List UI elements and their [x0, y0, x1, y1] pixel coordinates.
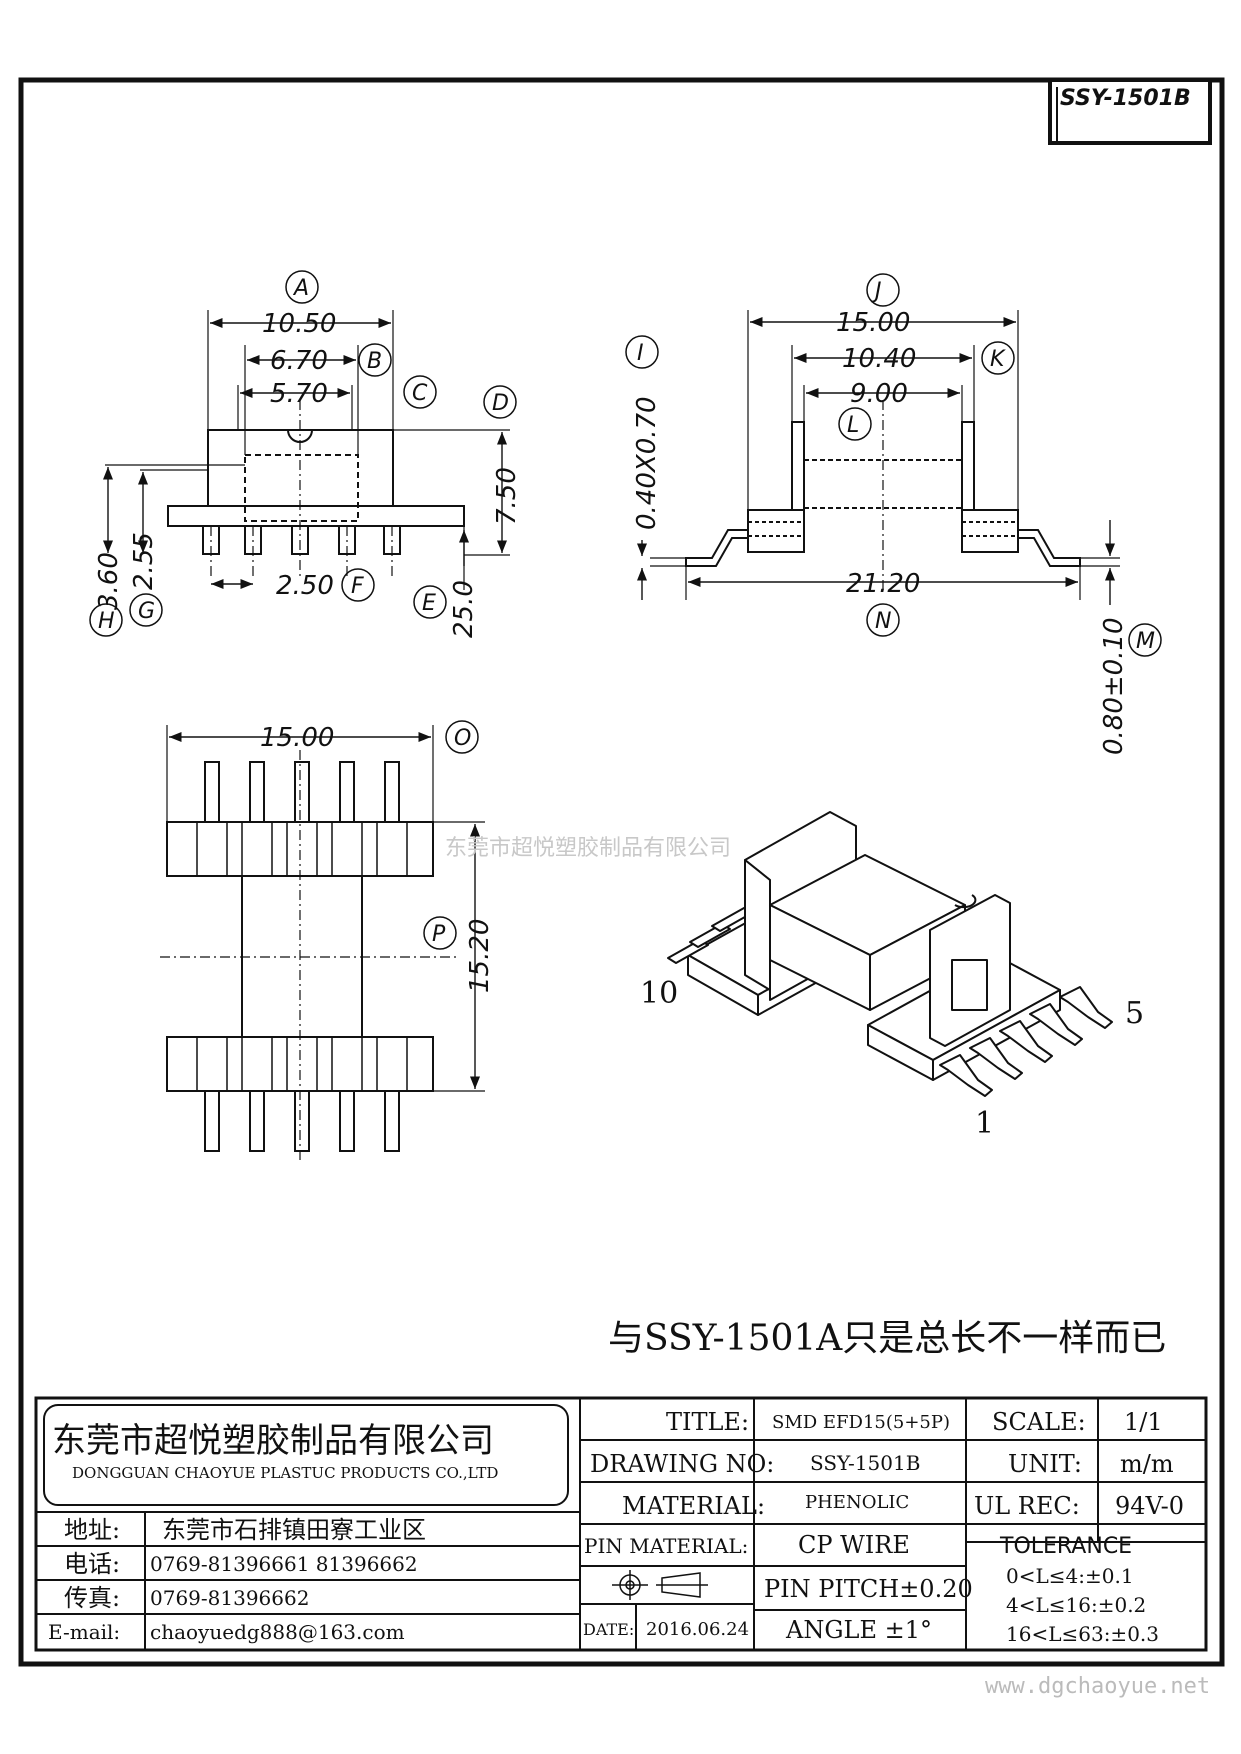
dim-F: 2.50 [276, 571, 334, 601]
ul-label: UL REC: [974, 1492, 1080, 1520]
top-view [102, 310, 510, 590]
side-view [636, 310, 1120, 605]
website-url: www.dgchaoyue.net [985, 1674, 1210, 1699]
pin-material-label: PIN MATERIAL: [584, 1534, 748, 1558]
dim-C: 5.70 [270, 379, 328, 409]
date-value: 2016.06.24 [646, 1619, 749, 1640]
scale-value: 1/1 [1124, 1408, 1163, 1436]
company-name-cn: 东莞市超悦塑胶制品有限公司 [52, 1421, 494, 1461]
projection-symbol-icon [612, 1570, 708, 1600]
letter-O: O [454, 726, 471, 751]
pin-label-1: 1 [975, 1106, 994, 1141]
letter-G: G [138, 599, 155, 624]
dim-N: 21.20 [846, 569, 920, 599]
tolerance-3: 16<L≤63:±0.3 [1006, 1622, 1159, 1646]
side-view-labels: 15.00 10.40 9.00 21.20 0.40X0.70 0.80±0.… [625, 273, 1162, 755]
address-label: 地址: [64, 1516, 120, 1544]
letter-M: M [1136, 629, 1155, 654]
drawing-frame [18, 77, 1225, 1667]
drawing-note: 与SSY-1501A只是总长不一样而已 [608, 1318, 1166, 1359]
dim-A: 10.50 [262, 309, 336, 339]
tolerance-1: 0<L≤4:±0.1 [1006, 1564, 1134, 1588]
unit-label: UNIT: [1008, 1450, 1082, 1478]
letter-B: B [367, 349, 382, 374]
dim-B: 6.70 [270, 346, 328, 376]
letter-D: D [492, 391, 509, 416]
iso-view [667, 811, 1113, 1097]
letter-P: P [432, 922, 446, 947]
email-label: E-mail: [48, 1620, 120, 1644]
dim-M: 0.80±0.10 [1099, 617, 1129, 755]
pin-label-10: 10 [640, 976, 678, 1011]
title-block-text: 东莞市超悦塑胶制品有限公司 DONGGUAN CHAOYUE PLASTUC P… [48, 1408, 1184, 1646]
title-label: TITLE: [666, 1408, 749, 1436]
letter-E: E [422, 591, 436, 616]
bottom-view-labels: 15.00 15.20 O P [260, 720, 495, 993]
angle: ANGLE ±1° [785, 1616, 932, 1644]
letter-F: F [351, 574, 364, 599]
top-view-labels: 10.50 6.70 5.70 7.50 25.0 2.50 2.55 3.60… [89, 270, 522, 638]
letter-I: I [637, 341, 644, 366]
letter-H: H [98, 609, 115, 634]
drawing-no-label: DRAWING NO: [590, 1450, 774, 1478]
pin-material-value: CP WIRE [798, 1531, 910, 1559]
material-label: MATERIAL: [622, 1492, 765, 1520]
company-name-en: DONGGUAN CHAOYUE PLASTUC PRODUCTS CO.,LT… [72, 1464, 498, 1482]
ul-value: 94V-0 [1115, 1492, 1184, 1520]
iso-view-labels: 10 5 1 [640, 976, 1144, 1141]
letter-L: L [847, 413, 859, 438]
phone-value: 0769-81396661 81396662 [150, 1552, 418, 1576]
bottom-view-pins [204, 761, 400, 1152]
letter-J: J [871, 279, 882, 304]
part-code-box: SSY-1501B [1048, 78, 1212, 145]
dim-H: 3.60 [94, 552, 124, 610]
dim-E: 25.0 [449, 580, 479, 638]
dim-G: 2.55 [129, 532, 159, 590]
dim-O: 15.00 [260, 723, 334, 753]
fax-value: 0769-81396662 [150, 1586, 309, 1610]
unit-value: m/m [1120, 1450, 1174, 1478]
title-value: SMD EFD15(5+5P) [772, 1412, 950, 1433]
dim-K: 10.40 [842, 344, 916, 374]
fax-label: 传真: [64, 1584, 120, 1612]
dim-L: 9.00 [850, 379, 908, 409]
bottom-view [160, 725, 485, 1160]
letter-K: K [990, 347, 1006, 372]
pin-label-5: 5 [1125, 996, 1144, 1031]
email-value: chaoyuedg888@163.com [150, 1620, 405, 1644]
address-value: 东莞市石排镇田寮工业区 [162, 1516, 426, 1544]
top-view-pins [202, 525, 401, 555]
part-code: SSY-1501B [1060, 86, 1191, 111]
drawing-no-value: SSY-1501B [810, 1451, 920, 1475]
letter-N: N [875, 609, 891, 634]
pin-pitch: PIN PITCH±0.20 [764, 1575, 973, 1603]
phone-label: 电话: [64, 1550, 120, 1578]
letter-C: C [412, 381, 428, 406]
scale-label: SCALE: [992, 1408, 1086, 1436]
watermark: 东莞市超悦塑胶制品有限公司 [445, 836, 731, 861]
dim-D: 7.50 [492, 467, 522, 525]
date-label: DATE: [583, 1620, 634, 1639]
dim-P: 15.20 [465, 919, 495, 993]
letter-A: A [292, 276, 309, 301]
dim-I: 0.40X0.70 [632, 396, 662, 530]
tolerance-2: 4<L≤16:±0.2 [1006, 1593, 1146, 1617]
material-value: PHENOLIC [805, 1492, 909, 1513]
tolerance-label: TOLERANCE [999, 1534, 1132, 1559]
title-block [34, 1396, 1208, 1652]
dim-J: 15.00 [836, 308, 910, 338]
bottom-view-pin-dividers [196, 822, 408, 1091]
